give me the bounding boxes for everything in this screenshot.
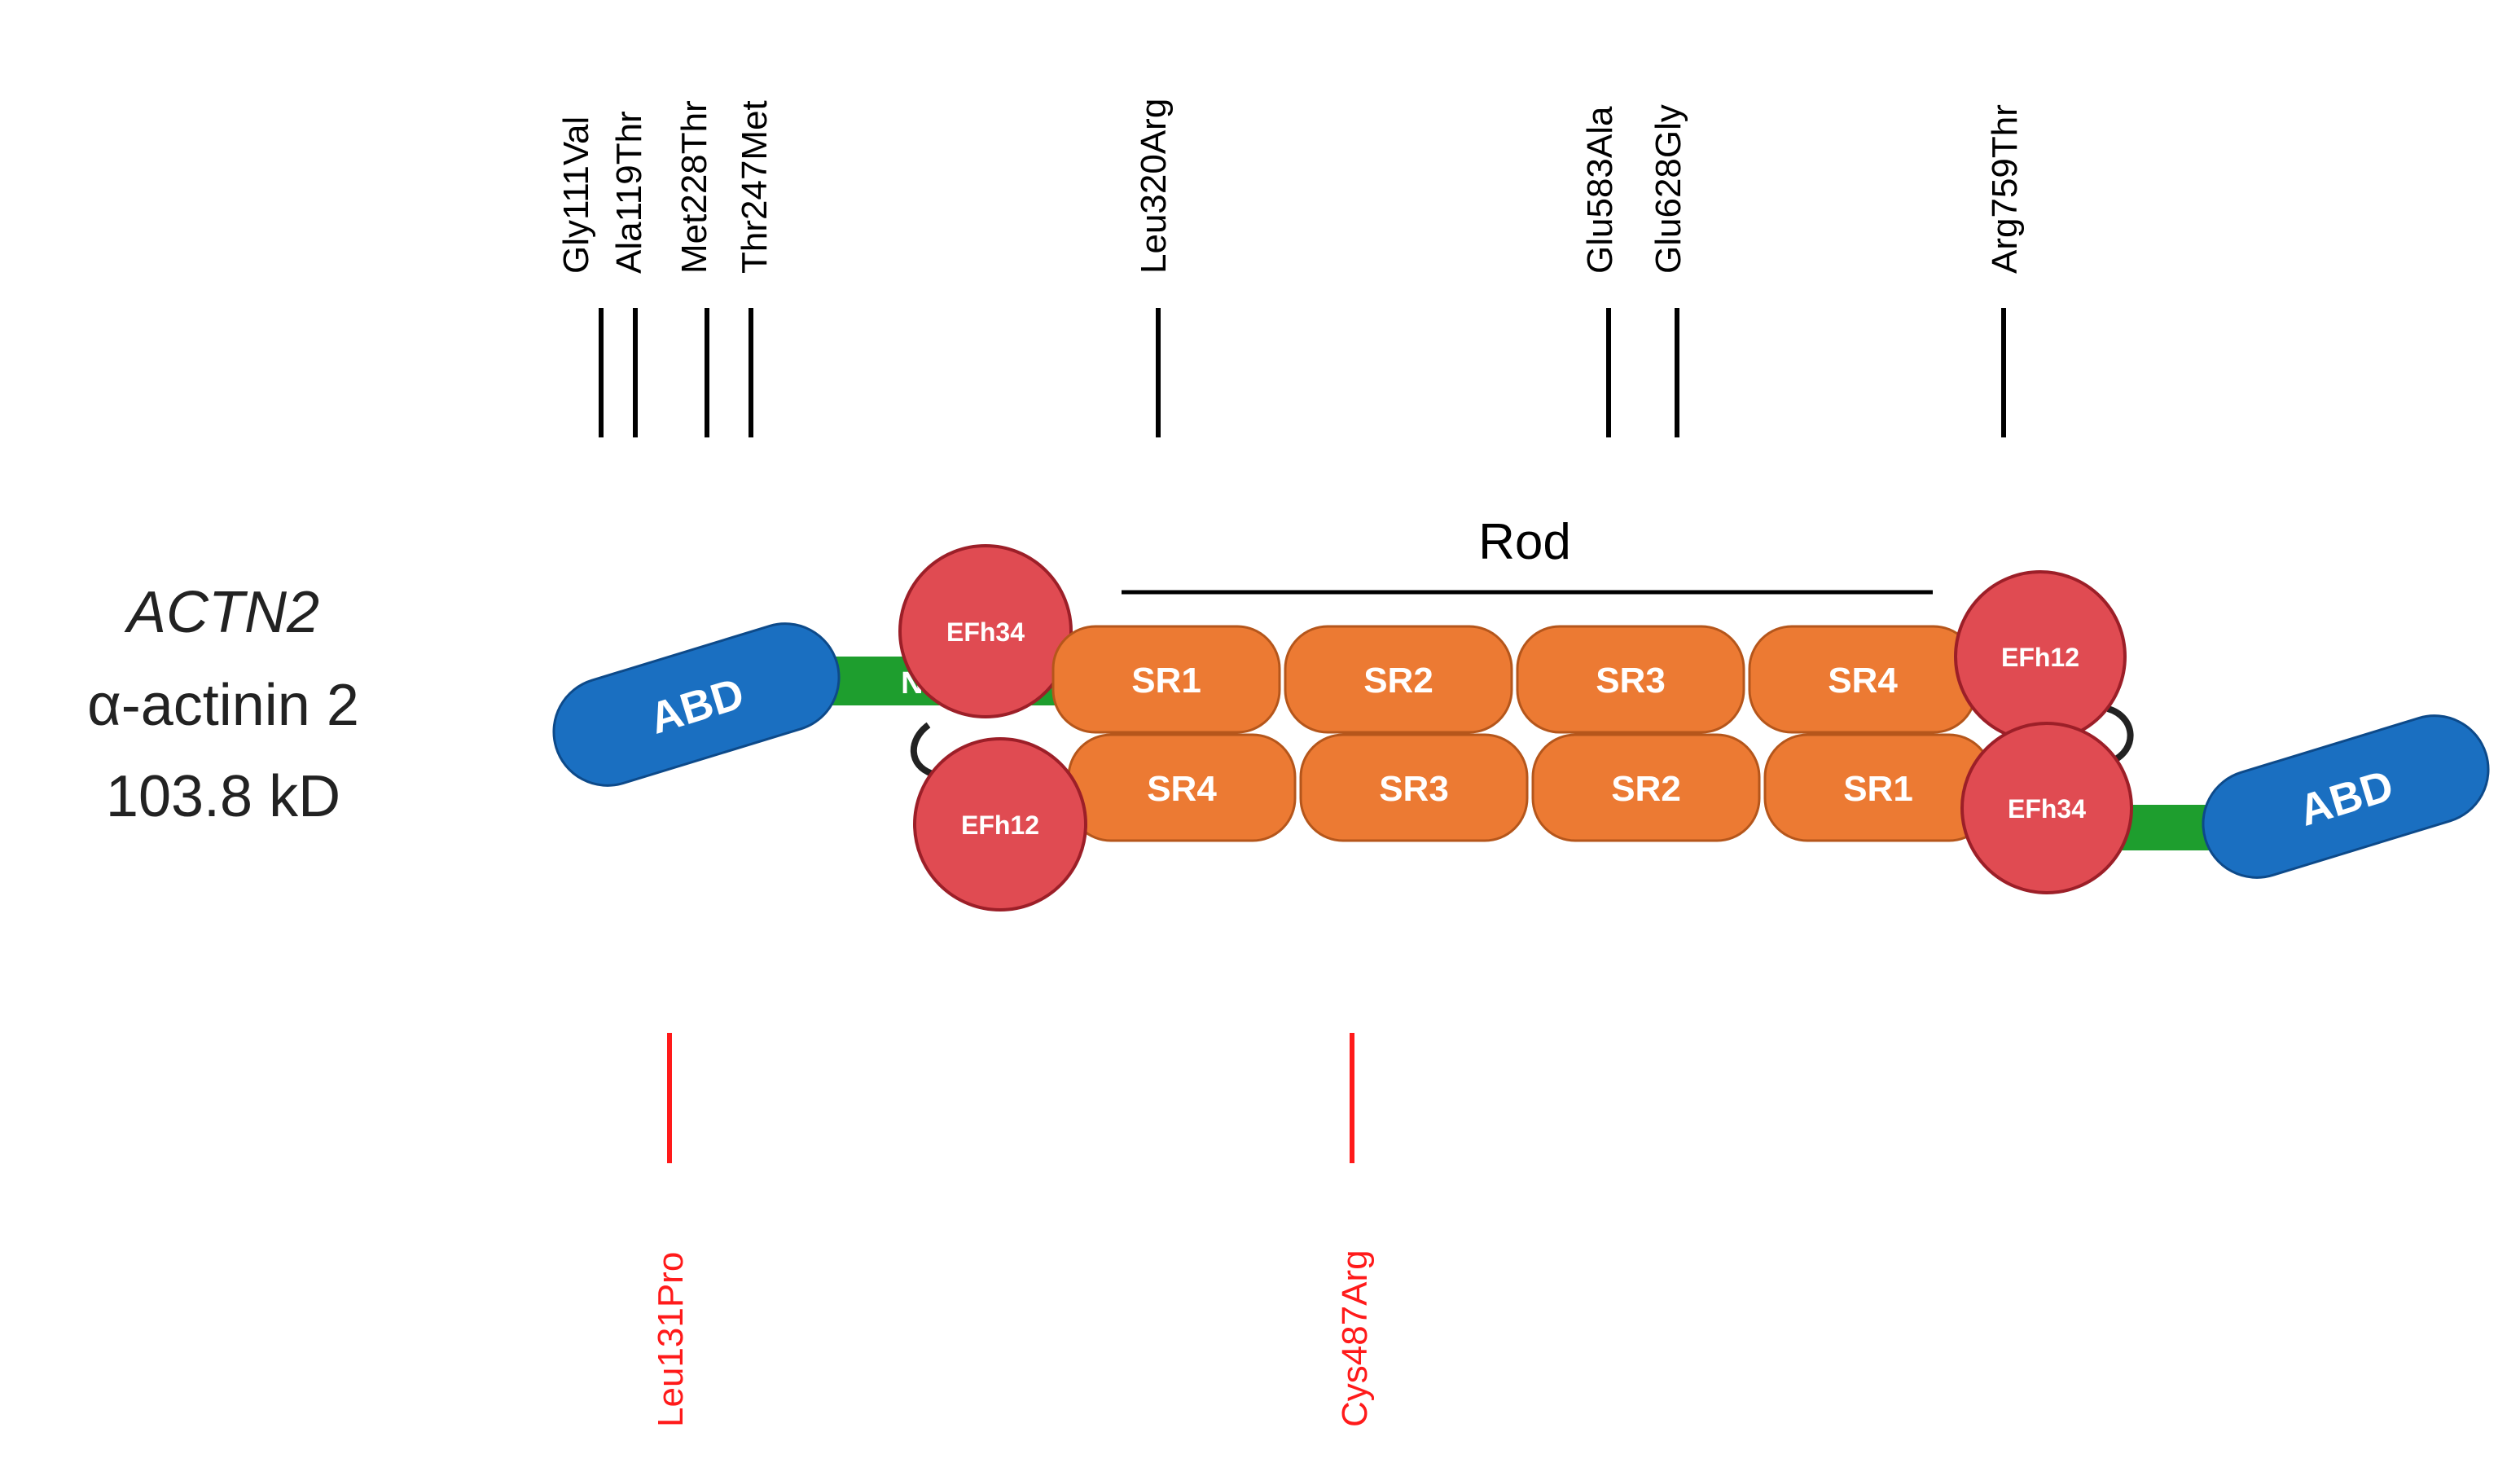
sr-bottom-2 xyxy=(1299,733,1529,842)
variant-label: Glu628Gly xyxy=(1649,104,1688,274)
efh12-right-label: EFh12 xyxy=(2001,643,2079,672)
efh34-right-label: EFh34 xyxy=(2008,794,2086,824)
gene-name: ACTN2 xyxy=(124,580,319,645)
sr-bottom-2-label: SR3 xyxy=(1379,769,1449,809)
variant-label: Met228Thr xyxy=(674,100,714,274)
efh34-left: EFh34 xyxy=(898,544,1073,718)
protein-name: α-actinin 2 xyxy=(87,673,359,738)
variant-label: Gly111Val xyxy=(556,116,596,274)
sr-top-3-label: SR3 xyxy=(1596,661,1666,701)
abd-right: ABD xyxy=(2202,714,2490,879)
rod-label: Rod xyxy=(1478,514,1571,570)
variant-label: Glu583Ala xyxy=(1580,106,1620,274)
efh12-right: EFh12 xyxy=(1954,570,2127,743)
efh12-left: EFh12 xyxy=(913,737,1087,912)
sr-top-1-label: SR1 xyxy=(1131,661,1201,701)
sr-top-2 xyxy=(1284,625,1513,734)
top-spectrin-row: SR1 SR2 SR3 SR4 xyxy=(1051,625,1978,734)
protein-mass: 103.8 kD xyxy=(106,764,340,829)
bottom-variant-labels: Leu131Pro Cys487Arg xyxy=(651,1250,1375,1427)
efh34-right: EFh34 xyxy=(1960,722,2133,894)
variant-label-red: Leu131Pro xyxy=(651,1252,691,1427)
efh12-left-label: EFh12 xyxy=(961,810,1039,840)
variant-label-red: Cys487Arg xyxy=(1335,1250,1375,1427)
right-loop-connector xyxy=(2106,705,2134,765)
sr-top-1 xyxy=(1051,625,1281,734)
sr-top-3 xyxy=(1516,625,1745,734)
abd-left: ABD xyxy=(552,622,841,787)
bottom-variant-ticks xyxy=(667,1033,1354,1163)
sr-top-4-label: SR4 xyxy=(1828,661,1898,701)
variant-label: Ala119Thr xyxy=(609,111,649,274)
sr-bottom-4-label: SR1 xyxy=(1843,769,1913,809)
sr-top-2-label: SR2 xyxy=(1363,661,1433,701)
bottom-spectrin-row: SR4 SR3 SR2 SR1 xyxy=(1067,733,1993,842)
left-loop-connector xyxy=(910,722,934,777)
variant-label: Leu320Arg xyxy=(1134,99,1174,274)
variant-label: Arg759Thr xyxy=(1985,104,2025,274)
top-variant-ticks xyxy=(599,308,2006,437)
sr-bottom-3-label: SR2 xyxy=(1611,769,1681,809)
sr-bottom-3 xyxy=(1531,733,1761,842)
variant-label: Thr247Met xyxy=(735,100,775,274)
efh34-left-label: EFh34 xyxy=(946,617,1025,647)
top-variant-labels: Gly111Val Ala119Thr Met228Thr Thr247Met … xyxy=(556,99,2025,274)
sr-bottom-1-label: SR4 xyxy=(1147,769,1217,809)
